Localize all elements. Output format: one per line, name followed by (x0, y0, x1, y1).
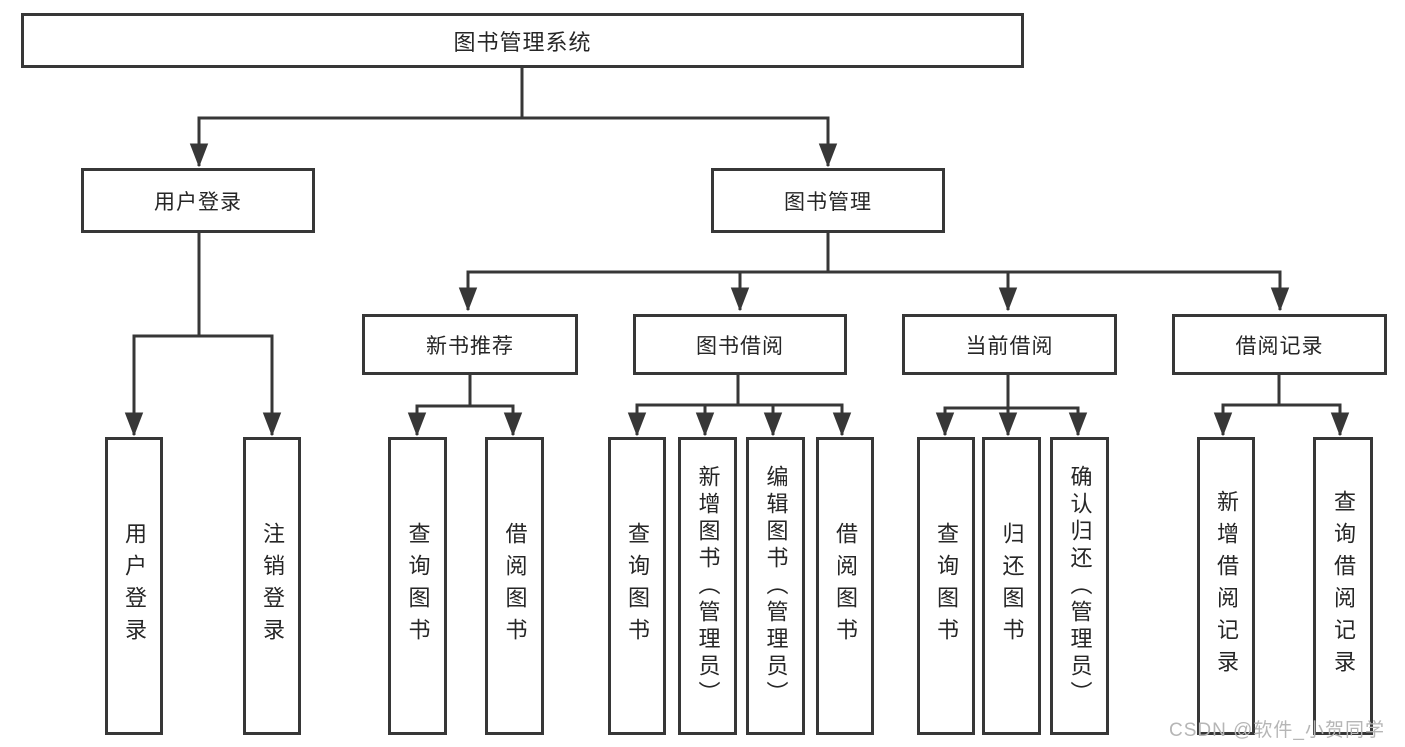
leaf-label: 借阅图书 (502, 522, 528, 650)
node-book-management: 图书管理 (711, 168, 945, 233)
leaf-add-books-admin: 新增图书（管理员） (678, 437, 737, 735)
node-label: 新书推荐 (426, 334, 514, 358)
leaf-borrow-books: 借阅图书 (816, 437, 874, 735)
leaf-label: 注销登录 (260, 522, 285, 650)
leaf-edit-books-admin: 编辑图书（管理员） (746, 437, 805, 735)
leaf-return-books: 归还图书 (982, 437, 1041, 735)
node-label: 图书借阅 (696, 334, 784, 358)
node-label: 图书管理 (784, 190, 872, 214)
leaf-add-borrow-record: 新增借阅记录 (1197, 437, 1255, 735)
leaf-logout: 注销登录 (243, 437, 301, 735)
node-user-login: 用户登录 (81, 168, 315, 233)
node-book-borrowing: 图书借阅 (633, 314, 847, 375)
leaf-label: 查询图书 (934, 522, 959, 650)
leaf-label: 查询图书 (405, 522, 431, 650)
leaf-label: 确认归还（管理员） (1067, 464, 1093, 708)
csdn-watermark: CSDN @软件_小贺同学 (1169, 720, 1385, 741)
node-label: 图书管理系统 (453, 29, 592, 55)
leaf-query-books-recommend: 查询图书 (388, 437, 447, 735)
leaf-label: 归还图书 (999, 522, 1025, 650)
leaf-confirm-return-admin: 确认归还（管理员） (1050, 437, 1109, 735)
leaf-query-books-current: 查询图书 (917, 437, 975, 735)
node-current-borrowing: 当前借阅 (902, 314, 1117, 375)
leaf-label: 查询借阅记录 (1331, 490, 1356, 682)
leaf-label: 新增图书（管理员） (695, 464, 721, 708)
leaf-label: 借阅图书 (833, 522, 858, 650)
node-label: 借阅记录 (1235, 334, 1324, 358)
leaf-query-books-borrow: 查询图书 (608, 437, 666, 735)
leaf-borrow-books-recommend: 借阅图书 (485, 437, 544, 735)
leaf-label: 查询图书 (625, 522, 650, 650)
node-borrowing-records: 借阅记录 (1172, 314, 1387, 375)
leaf-user-login: 用户登录 (105, 437, 163, 735)
node-label: 用户登录 (154, 190, 242, 214)
leaf-label: 新增借阅记录 (1214, 490, 1239, 682)
leaf-query-borrow-record: 查询借阅记录 (1313, 437, 1373, 735)
node-library-management-system: 图书管理系统 (21, 13, 1024, 68)
leaf-label: 编辑图书（管理员） (763, 464, 789, 708)
node-new-book-recommendation: 新书推荐 (362, 314, 578, 375)
node-label: 当前借阅 (965, 334, 1054, 358)
leaf-label: 用户登录 (122, 522, 147, 650)
